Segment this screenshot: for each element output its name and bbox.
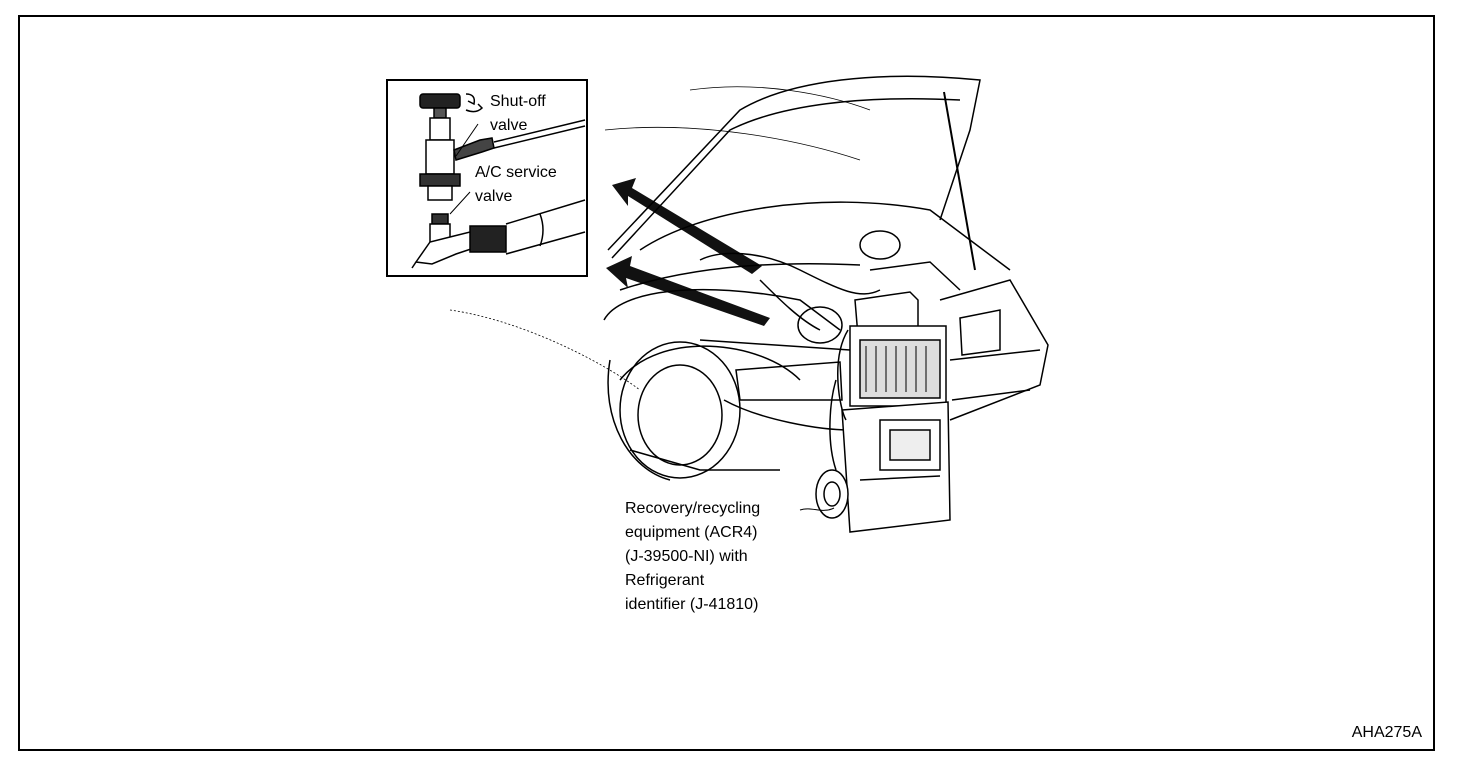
figure-code: AHA275A [1351, 724, 1422, 741]
valve-inset [386, 79, 588, 277]
label-line: (J-39500-NI) with [625, 548, 748, 565]
label-line: Refrigerant [625, 572, 705, 589]
car-outline [449, 75, 1049, 481]
label-line: valve [490, 117, 528, 134]
label-line: identifier (J-41810) [625, 596, 759, 613]
equipment-leader [799, 507, 835, 511]
label-line: Recovery/recycling [625, 500, 761, 517]
label-line: A/C service [475, 164, 557, 181]
label-line: equipment (ACR4) [625, 524, 758, 541]
shutoff-valve-label: Shut-off valve [490, 90, 580, 138]
service-valve-icon [411, 199, 586, 269]
label-line: Shut-off [490, 93, 546, 110]
figure-frame [18, 15, 1435, 751]
shutoff-valve-icon [419, 93, 586, 201]
service-valve-label: A/C service valve [475, 161, 585, 209]
pointer-arrows [606, 178, 770, 326]
recovery-machine-icon [815, 291, 951, 533]
label-line: valve [475, 188, 513, 205]
equipment-label: Recovery/recycling equipment (ACR4) (J-3… [625, 497, 825, 617]
